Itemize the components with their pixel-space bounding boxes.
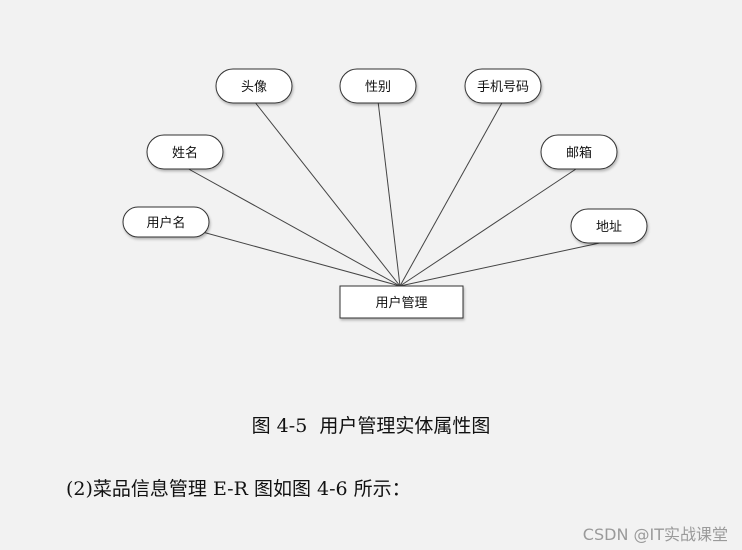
attribute-shape-phone: [464, 68, 542, 104]
attribute-shape-name: [146, 134, 224, 170]
attribute-name: 姓名: [146, 134, 224, 170]
connector-avatar: [253, 100, 401, 287]
connector-address: [399, 240, 610, 287]
attribute-label-phone: 手机号码: [477, 80, 529, 95]
connector-email: [399, 166, 580, 287]
attribute-gender: 性别: [339, 68, 417, 104]
attribute-label-avatar: 头像: [241, 80, 267, 95]
attribute-label-email: 邮箱: [566, 145, 592, 161]
attribute-label-name: 姓名: [172, 145, 198, 161]
attribute-shape-email: [540, 134, 618, 170]
attribute-phone: 手机号码: [464, 68, 542, 104]
entity-shape: [339, 285, 464, 319]
attribute-label-username: 用户名: [146, 215, 185, 231]
attribute-username: 用户名: [122, 206, 210, 238]
connector-phone: [399, 100, 504, 287]
attribute-label-address: 地址: [596, 220, 622, 235]
attribute-shape-address: [570, 208, 648, 244]
watermark: CSDN @IT实战课堂: [582, 525, 728, 544]
attribute-shape-avatar: [215, 68, 293, 104]
attribute-label-gender: 性别: [365, 80, 391, 95]
attribute-shape-username: [122, 206, 210, 238]
body-paragraph: (2)菜品信息管理 E-R 图如图 4-6 所示：: [66, 478, 411, 500]
attribute-avatar: 头像: [215, 68, 293, 104]
connector-lines: [165, 100, 610, 287]
entity-box: 用户管理: [339, 285, 464, 319]
attribute-shape-gender: [339, 68, 417, 104]
attribute-email: 邮箱: [540, 134, 618, 170]
entity-label: 用户管理: [375, 295, 427, 311]
connector-name: [184, 166, 401, 287]
attribute-address: 地址: [570, 208, 648, 244]
figure-caption: 图 4-5 用户管理实体属性图: [251, 415, 491, 437]
connector-gender: [377, 100, 401, 287]
